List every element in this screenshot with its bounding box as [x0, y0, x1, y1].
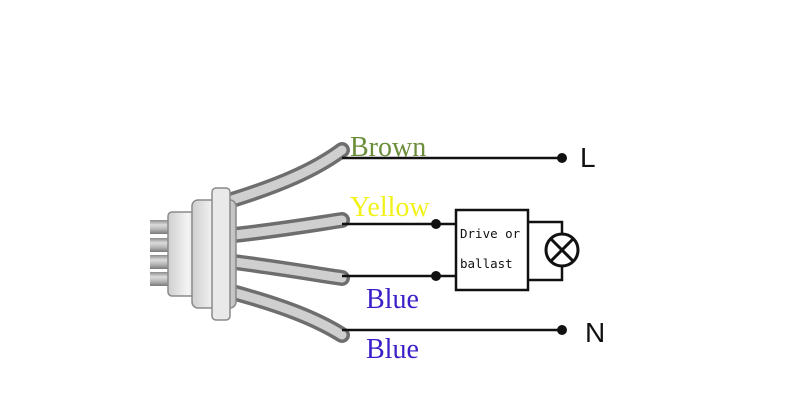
blue-junction-dot	[431, 271, 441, 281]
yellow-wire-label: Yellow	[350, 192, 430, 223]
brown-wire-label: Brown	[350, 132, 426, 163]
cable-connector-icon	[150, 142, 350, 343]
blue-lower-wire-label: Blue	[366, 334, 419, 365]
lamp-circuit-loop	[528, 220, 564, 282]
driver-box	[454, 208, 530, 292]
driver-box-line1: Drive or	[460, 226, 521, 241]
lamp-icon	[544, 232, 580, 268]
terminal-l-dot	[557, 153, 567, 163]
driver-box-line2: ballast	[460, 256, 513, 271]
terminal-l-label: L	[580, 142, 596, 173]
terminal-n-dot	[557, 325, 567, 335]
yellow-junction-dot	[431, 219, 441, 229]
blue-upper-wire-label: Blue	[366, 284, 419, 315]
terminal-n-label: N	[585, 317, 605, 348]
